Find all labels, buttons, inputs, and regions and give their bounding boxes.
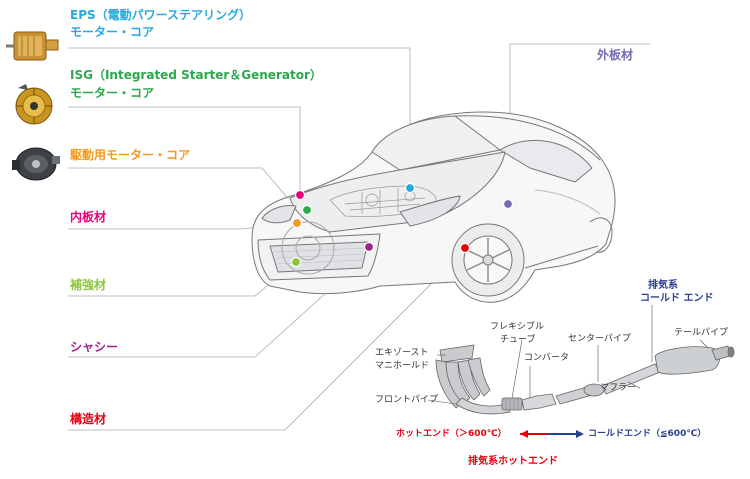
cold-end-title-line2: コールド エンド <box>640 293 714 304</box>
car-front-wheel <box>281 221 335 275</box>
reinforce-marker <box>290 256 302 268</box>
catalytic-converter <box>521 393 557 411</box>
inner-leader-line <box>68 224 284 230</box>
exhaust-callouts <box>427 305 709 405</box>
isg-leader-line <box>68 106 301 195</box>
car-grille <box>269 241 369 273</box>
inner-marker <box>294 189 306 201</box>
isg-label-line1: ISG（Integrated Starter＆Generator） <box>70 68 322 82</box>
car-illustration <box>251 111 616 303</box>
tail-pipe-label: テールパイプ <box>674 328 729 338</box>
markers <box>290 182 514 268</box>
hot-end-label: ホットエンド（＞600℃） <box>396 429 507 439</box>
eps-marker <box>404 182 416 194</box>
flex-tube-label-line1: フレキシブル <box>490 322 545 332</box>
drive-leader-line <box>68 167 298 210</box>
car-door-line <box>534 189 601 215</box>
front-pipe-label: フロントパイプ <box>375 395 439 405</box>
inner-panel-label: 内板材 <box>70 210 107 224</box>
car-hood <box>289 151 506 233</box>
hot-end-title: 排気系ホットエンド <box>468 456 558 467</box>
flex-tube <box>501 397 523 411</box>
exhaust-system <box>435 344 735 415</box>
eps-motor-icon <box>6 31 59 61</box>
car-right-headlight <box>399 195 461 227</box>
chassis-marker <box>363 241 375 253</box>
car-roofline <box>454 115 601 161</box>
drive-marker <box>291 217 303 229</box>
hot-arrowhead <box>520 430 528 438</box>
outer-panel-label: 外板材 <box>597 48 634 62</box>
outer-marker <box>502 198 514 210</box>
isg-label-line2: モーター・コア <box>70 86 155 100</box>
converter-label: コンバータ <box>524 353 570 363</box>
exhaust-manifold <box>435 344 491 409</box>
tail-pipe-tip <box>727 346 735 358</box>
alternator-icon <box>15 84 53 125</box>
manifold-label-line2: マニホールド <box>375 361 430 371</box>
flex-tube-label-line2: チューブ <box>500 335 536 345</box>
car-left-headlight <box>261 205 297 224</box>
cold-end-label: コールドエンド（≦600℃） <box>588 429 707 439</box>
manifold-label-line1: エキゾースト <box>375 348 429 358</box>
drive-motor-label: 駆動用モーター・コア <box>70 148 191 162</box>
isg-marker <box>301 204 313 216</box>
eps-label-line1: EPS（電動パワーステアリング） <box>70 8 252 22</box>
structure-marker <box>459 242 471 254</box>
car-side-sill <box>524 245 599 269</box>
car-side-window <box>499 139 593 183</box>
rim-center <box>482 254 494 266</box>
car-far-wheel <box>589 217 613 253</box>
car-windshield <box>371 115 501 171</box>
cold-arrowhead <box>576 430 584 438</box>
cold-end-title-line1: 排気系 <box>648 280 678 291</box>
temperature-arrows <box>520 430 584 438</box>
structural-label: 構造材 <box>70 412 107 426</box>
muffler-body <box>654 346 720 375</box>
structure-leader-line <box>68 249 466 431</box>
center-pipe-label: センターパイプ <box>568 334 631 344</box>
drive-motor-icon <box>12 147 60 181</box>
chassis-label: シャシー <box>70 340 119 354</box>
reinforcement-label: 補強材 <box>70 278 107 292</box>
muffler-label: マフラー <box>600 383 637 393</box>
car-front-hub <box>295 235 321 261</box>
eps-label-line2: モーター・コア <box>70 25 155 39</box>
